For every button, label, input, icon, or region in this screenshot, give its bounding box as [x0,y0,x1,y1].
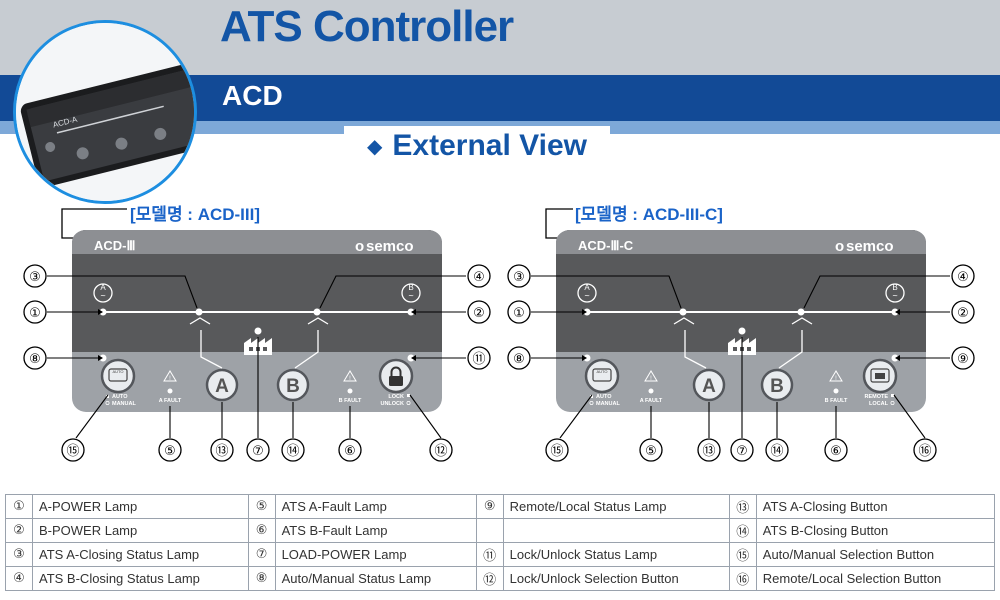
a-fault-lamp [648,388,654,394]
callout-3: ③ [29,270,41,285]
brand-logo-1: semco [366,238,414,255]
svg-text:~: ~ [584,292,590,300]
ats-b-closing-lamp [313,308,321,316]
callout-3: ③ [513,270,525,285]
svg-text:UNLOCK: UNLOCK [380,401,404,407]
callout-15: ⑮ [66,444,79,459]
b-fault-lamp [347,388,353,394]
svg-text:B FAULT: B FAULT [339,398,362,404]
load-power-lamp [254,327,262,335]
ats-a-closing-button[interactable]: A [692,368,726,402]
lock-unlock-button[interactable] [378,358,414,394]
diamond-icon: ◆ [367,135,383,158]
page-title: ATS Controller [220,2,514,51]
svg-text:B FAULT: B FAULT [825,398,848,404]
svg-text:!: ! [349,376,351,382]
panel-name-2: ACD-Ⅲ-C [578,238,634,253]
svg-text:!: ! [835,376,837,382]
svg-text:~: ~ [892,292,898,300]
ats-b-closing-button[interactable]: B [760,368,794,402]
ats-a-closing-lamp [195,308,203,316]
svg-text:AUTO: AUTO [112,369,123,374]
svg-text:REMOTE: REMOTE [864,394,888,400]
auto-manual-button[interactable]: AUTO [100,358,136,394]
callout-8: ⑧ [513,352,525,367]
section-heading: ◆ External View [344,126,610,166]
svg-text:LOCAL: LOCAL [869,401,889,407]
callout-15: ⑮ [550,444,563,459]
panel-acd-iii-c: ACD-Ⅲ-C o semco A ~ B ~ AUTO AUTO MANUAL… [484,190,1000,470]
ats-a-closing-lamp [679,308,687,316]
callout-5: ⑤ [645,444,657,459]
svg-text:!: ! [169,376,171,382]
callout-4: ④ [957,270,969,285]
svg-text:~: ~ [100,292,106,300]
callout-11: ⑪ [472,352,485,367]
lock-icon [389,376,403,386]
svg-text:MANUAL: MANUAL [596,401,620,407]
svg-text:MANUAL: MANUAL [112,401,136,407]
svg-text:~: ~ [408,292,414,300]
callout-2: ② [473,306,485,321]
load-power-lamp [738,327,746,335]
svg-text:o: o [355,238,364,255]
ats-a-closing-button[interactable]: A [205,368,239,402]
svg-text:A: A [584,283,590,292]
brand-logo-2: semco [846,238,894,255]
svg-text:AUTO: AUTO [596,394,612,400]
callout-13: ⑬ [702,444,715,459]
callout-14: ⑭ [770,444,783,459]
panel-name-1: ACD-Ⅲ [94,238,135,253]
svg-text:A: A [100,283,106,292]
a-fault-lamp [167,388,173,394]
callout-8: ⑧ [29,352,41,367]
model-tag-1: [모델명 : ACD-III] [130,205,261,224]
callout-16: ⑯ [918,444,931,459]
ats-b-closing-lamp [797,308,805,316]
svg-text:o: o [835,238,844,255]
remote-local-button[interactable] [862,358,898,394]
svg-text:AUTO: AUTO [112,394,128,400]
product-photo: ACD-A [13,20,197,204]
panel-acd-iii: ACD-Ⅲ o semco A ~ B ~ AUTO AUTO MANUAL !… [0,190,500,470]
svg-text:A FAULT: A FAULT [640,398,663,404]
callout-14: ⑭ [286,444,299,459]
svg-text:B: B [286,376,300,397]
svg-text:A: A [702,376,716,397]
b-fault-lamp [833,388,839,394]
callout-9: ⑨ [957,352,969,367]
svg-text:A: A [215,376,229,397]
svg-text:LOCK: LOCK [388,394,404,400]
model-tag-2: [모델명 : ACD-III-C] [575,205,723,224]
ats-b-closing-button[interactable]: B [276,368,310,402]
callout-4: ④ [473,270,485,285]
callout-6: ⑥ [344,444,356,459]
svg-text:B: B [892,283,897,292]
callout-1: ① [29,306,41,321]
svg-text:AUTO: AUTO [596,369,607,374]
remote-local-icon [870,368,890,383]
callout-5: ⑤ [164,444,176,459]
svg-text:A FAULT: A FAULT [159,398,182,404]
page-subtitle: ACD [222,80,283,111]
callout-7: ⑦ [736,444,748,459]
callout-2: ② [957,306,969,321]
callout-7: ⑦ [252,444,264,459]
callout-6: ⑥ [830,444,842,459]
svg-text:B: B [770,376,784,397]
svg-text:!: ! [650,376,652,382]
section-heading-text: External View [392,129,587,162]
callout-12: ⑫ [434,444,447,459]
callout-1: ① [513,306,525,321]
svg-text:B: B [408,283,413,292]
auto-manual-button[interactable]: AUTO [584,358,620,394]
callout-13: ⑬ [215,444,228,459]
